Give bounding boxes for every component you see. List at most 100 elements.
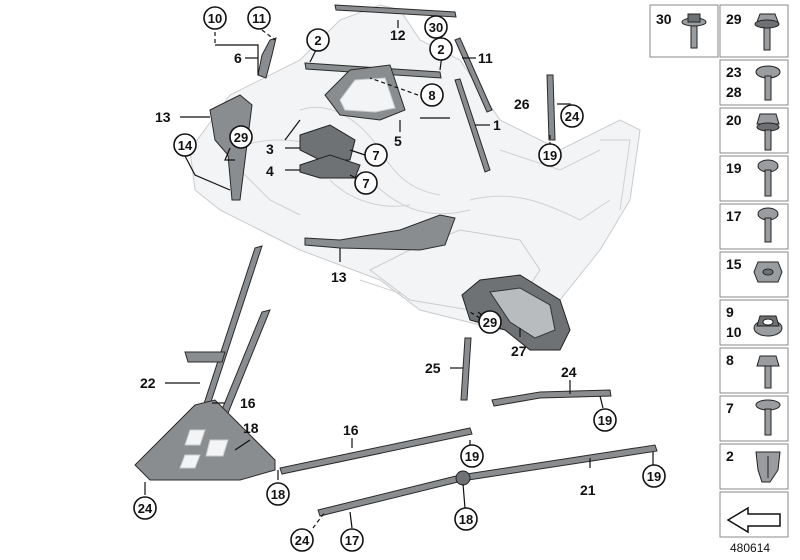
callout-24[interactable]: 24	[561, 364, 577, 380]
callout-label: 18	[459, 512, 473, 527]
fastener-label: 2	[726, 448, 734, 464]
callout-label: 24	[138, 501, 153, 516]
fastener-label: 30	[656, 11, 672, 27]
callout-23-top[interactable]: 24	[560, 104, 584, 128]
strut-bar-24	[491, 389, 612, 407]
callout-19-right[interactable]: 19	[593, 408, 617, 432]
fastener-label: 17	[726, 208, 742, 224]
callout-7-mid[interactable]: 7	[364, 143, 388, 167]
callout-28[interactable]: 29	[478, 310, 502, 334]
callout-5[interactable]: 6	[234, 50, 242, 66]
flange-nut-icon	[753, 315, 783, 337]
torx-screw-icon	[757, 159, 779, 197]
callout-29[interactable]: 29	[229, 125, 253, 149]
callout-26[interactable]: 26	[514, 96, 530, 112]
callout-13[interactable]: 13	[331, 269, 347, 285]
callout-label: 19	[543, 148, 557, 163]
callout-19-top[interactable]: 19	[538, 143, 562, 167]
callout-label: 19	[647, 469, 661, 484]
flange-bolt-icon	[681, 13, 707, 49]
callout-30-top[interactable]: 30	[424, 15, 448, 39]
pillar-bracket-14	[209, 94, 253, 201]
fastener-label: 7	[726, 400, 734, 416]
callout-label: 17	[345, 533, 359, 548]
callout-label: 24	[565, 109, 580, 124]
callout-label: 18	[271, 487, 285, 502]
fastener-label: 19	[726, 160, 742, 176]
callout-2-b[interactable]: 2	[429, 37, 453, 61]
callout-14[interactable]: 13	[155, 109, 171, 125]
support-bar-1	[454, 78, 491, 173]
callout-6[interactable]: 5	[394, 133, 402, 149]
callout-label: 24	[295, 533, 310, 548]
callout-20-left[interactable]: 18	[266, 482, 290, 506]
callout-16[interactable]: 16	[343, 422, 359, 438]
callout-23-bottom[interactable]: 24	[290, 528, 314, 552]
callout-label: 29	[483, 315, 497, 330]
hex-flange-bolt-icon	[756, 113, 780, 151]
reinforcement-bar-16	[279, 427, 473, 475]
flange-screw-icon	[755, 65, 781, 101]
callout-27[interactable]: 27	[511, 343, 527, 359]
callout-label: 7	[362, 176, 369, 191]
callout-4[interactable]: 4	[266, 163, 274, 179]
torx-screw-icon	[757, 207, 779, 243]
bracket-5	[257, 37, 277, 79]
callout-label: 29	[234, 130, 248, 145]
callout-label: 30	[429, 20, 443, 35]
orientation-arrow-icon	[726, 506, 781, 534]
callout-labels: 10 11 2 30 2 8 7 7 14 29 24 19 29 19 19 …	[133, 6, 666, 552]
callout-12[interactable]: 12	[390, 27, 406, 43]
callout-label: 8	[428, 88, 435, 103]
callout-2-a[interactable]: 2	[306, 28, 330, 52]
callout-19-mid[interactable]: 19	[460, 444, 484, 468]
callout-7-top[interactable]: 10	[203, 6, 227, 30]
hex-bolt-icon	[754, 13, 780, 51]
fastener-label: 29	[726, 11, 742, 27]
strut-brace-top	[334, 4, 457, 18]
callout-8[interactable]: 8	[420, 83, 444, 107]
callout-label: 19	[598, 413, 612, 428]
callout-7-low[interactable]: 7	[354, 171, 378, 195]
hex-bolt-icon	[756, 355, 780, 389]
bracket-25	[460, 337, 472, 401]
fastener-label: 15	[726, 256, 742, 272]
callout-22[interactable]: 22	[140, 375, 156, 391]
underbody-plate-18	[134, 399, 276, 481]
callout-label: 19	[465, 449, 479, 464]
callout-label: 11	[252, 11, 266, 26]
callout-15[interactable]: 14	[173, 133, 197, 157]
callout-label: 14	[178, 138, 193, 153]
reference-code: 480614	[730, 541, 771, 555]
diagonal-rod-11	[454, 37, 493, 113]
callout-16-left[interactable]: 16	[240, 395, 256, 411]
callout-label: 2	[314, 33, 321, 48]
fastener-label: 10	[726, 324, 742, 340]
fastener-label: 9	[726, 304, 734, 320]
callout-20-mid[interactable]: 18	[454, 507, 478, 531]
callout-19-far[interactable]: 19	[642, 464, 666, 488]
callout-23-left[interactable]: 24	[133, 496, 157, 520]
callout-18[interactable]: 18	[243, 420, 259, 436]
post-26	[546, 74, 556, 141]
callout-21[interactable]: 21	[580, 482, 596, 498]
flange-screw-icon	[755, 399, 781, 436]
callout-1[interactable]: 1	[493, 117, 501, 133]
hex-flange-nut-icon	[753, 261, 783, 283]
control-arm-13	[304, 214, 456, 251]
callout-label: 7	[372, 148, 379, 163]
fastener-label: 20	[726, 112, 742, 128]
bracket-3	[299, 124, 356, 161]
callout-17-bottom[interactable]: 17	[340, 528, 364, 552]
fastener-label: 8	[726, 352, 734, 368]
callout-label: 10	[208, 11, 222, 26]
fastener-label: 23	[726, 64, 742, 80]
clip-nut-icon	[755, 451, 781, 483]
callout-11[interactable]: 11	[478, 50, 493, 66]
callout-3[interactable]: 3	[266, 141, 274, 157]
callout-10[interactable]: 11	[247, 6, 271, 30]
callout-25[interactable]: 25	[425, 360, 441, 376]
fastener-label: 28	[726, 84, 742, 100]
callout-label: 2	[437, 42, 444, 57]
